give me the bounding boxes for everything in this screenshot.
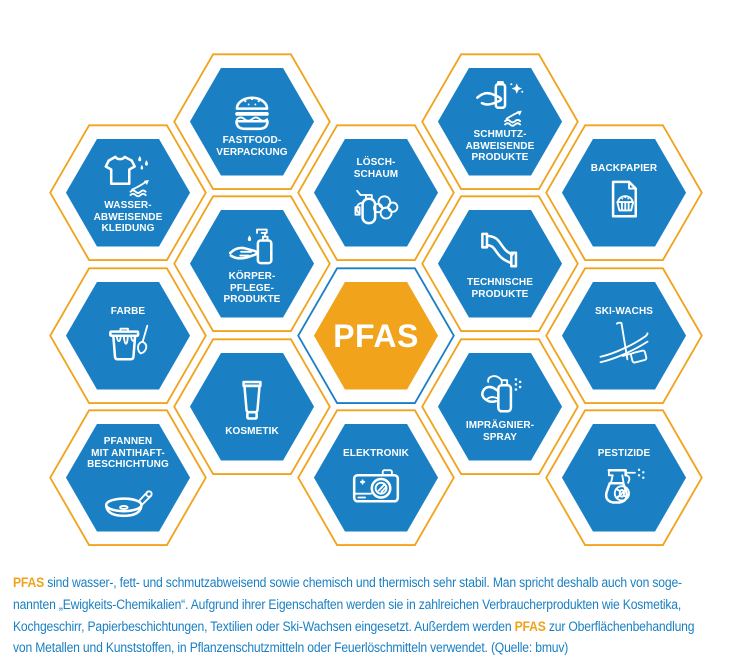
hex-label: TECHNISCHE PRODUKTE	[466, 276, 533, 300]
hex-cell-pfas: PFAS	[293, 264, 459, 408]
hex-label: FASTFOOD- VERPACKUNG	[216, 134, 288, 158]
hexagon-fill	[437, 67, 563, 176]
hex-cell-skiwachs: SKI-WACHS	[541, 264, 707, 408]
hexagon	[49, 409, 207, 546]
spray-can-icon	[481, 375, 522, 413]
hex-label: WASSER- ABWEISENDE KLEIDUNG	[93, 200, 163, 235]
hex-cell-technische: TECHNISCHE PRODUKTE	[417, 192, 583, 336]
hex-cell-fastfood: FASTFOOD- VERPACKUNG	[169, 50, 335, 194]
hexagon-fill	[65, 423, 191, 532]
hexagon-ring	[545, 409, 703, 546]
hexagon	[297, 267, 455, 404]
hexagon-ring	[421, 53, 579, 190]
hex-label: KÖRPER- PFLEGE- PRODUKTE	[223, 271, 281, 306]
hexagon	[297, 409, 455, 546]
hexagon	[173, 338, 331, 475]
hexagon-ring	[297, 409, 455, 546]
hexagon	[421, 53, 579, 190]
paint-bucket-icon	[109, 325, 149, 361]
hexagon-fill	[561, 423, 687, 532]
hex-label: PESTIZIDE	[597, 447, 651, 459]
hexagon	[545, 124, 703, 261]
hex-label: FARBE	[110, 305, 146, 317]
pfas-highlight: PFAS	[13, 575, 45, 590]
hexagon-ring	[49, 409, 207, 546]
hex-cell-wasser: WASSER- ABWEISENDE KLEIDUNG	[45, 121, 211, 265]
hex-label: ELEKTRONIK	[343, 447, 409, 459]
hex-label: SCHMUTZ- ABWEISENDE PRODUKTE	[465, 129, 535, 164]
hexagon-ring	[545, 267, 703, 404]
hexagon-fill	[313, 423, 439, 532]
pipe-icon	[481, 232, 518, 268]
hexagon-ring	[545, 124, 703, 261]
fire-extinguisher-icon	[354, 189, 399, 225]
pesticide-spray-icon	[604, 468, 645, 505]
hex-cell-elektronik: ELEKTRONIK	[293, 406, 459, 550]
hexagon-ring	[173, 338, 331, 475]
soap-dispenser-icon	[228, 228, 273, 265]
pfas-title: PFAS	[333, 318, 419, 354]
hexagon-fill	[437, 352, 563, 461]
hex-label: KOSMETIK	[225, 425, 279, 437]
hexagon	[421, 338, 579, 475]
footer-text: zur Oberflächenbehandlung von Metallen u…	[13, 618, 695, 656]
tshirt-water-icon	[104, 155, 149, 198]
hexagon	[545, 409, 703, 546]
hexagon	[297, 124, 455, 261]
hexagon-ring	[173, 53, 331, 190]
hexagon-fill	[313, 138, 439, 247]
cleaning-hand-icon	[476, 81, 524, 127]
hexagon-ring	[49, 124, 207, 261]
hex-cell-koerperpflege: KÖRPER- PFLEGE- PRODUKTE	[169, 192, 335, 336]
hex-label: BACKPAPIER	[590, 162, 658, 174]
hexagon-ring	[421, 195, 579, 332]
hexagon-fill	[561, 138, 687, 247]
hexagon-fill	[65, 138, 191, 247]
hexagon	[49, 124, 207, 261]
hex-label: PFANNEN MIT ANTIHAFT- BESCHICHTUNG	[87, 436, 169, 471]
hexagon-fill	[189, 209, 315, 318]
ski-wax-icon	[599, 322, 649, 364]
hexagon-ring	[49, 267, 207, 404]
hex-cell-pfannen: PFANNEN MIT ANTIHAFT- BESCHICHTUNG	[45, 406, 211, 550]
hex-cell-schmutz: SCHMUTZ- ABWEISENDE PRODUKTE	[417, 50, 583, 194]
hexagon-ring	[173, 195, 331, 332]
hexagon-ring	[297, 267, 455, 404]
frying-pan-icon	[104, 490, 153, 517]
hex-label: IMPRÄGNIER- SPRAY	[465, 419, 535, 443]
hexagon-fill	[189, 352, 315, 461]
hex-cell-kosmetik: KOSMETIK	[169, 335, 335, 479]
hex-cell-backpapier: BACKPAPIER	[541, 121, 707, 265]
footer-text: sind wasser-, fett- und schmutzabweisend…	[13, 575, 682, 634]
hexagon	[421, 195, 579, 332]
hexagon	[173, 195, 331, 332]
hex-cell-pestizide: PESTIZIDE	[541, 406, 707, 550]
hex-cell-farbe: FARBE	[45, 264, 211, 408]
hex-label: SKI-WACHS	[594, 305, 654, 317]
hexagon-fill	[313, 281, 439, 390]
hexagon-ring	[297, 124, 455, 261]
pfas-highlight: PFAS	[514, 618, 546, 634]
footer-paragraph: PFAS sind wasser-, fett- und schmutzabwe…	[13, 572, 754, 659]
hexagon-ring	[421, 338, 579, 475]
baking-paper-icon	[611, 180, 638, 218]
hex-cell-loeschschaum: LÖSCH- SCHAUM	[293, 121, 459, 265]
hexagon-fill	[437, 209, 563, 318]
hex-cell-impraegnier: IMPRÄGNIER- SPRAY	[417, 335, 583, 479]
hex-label: LÖSCH- SCHAUM	[353, 156, 399, 180]
camera-icon	[352, 469, 400, 503]
burger-icon	[235, 96, 269, 130]
cosmetic-tube-icon	[242, 380, 262, 420]
